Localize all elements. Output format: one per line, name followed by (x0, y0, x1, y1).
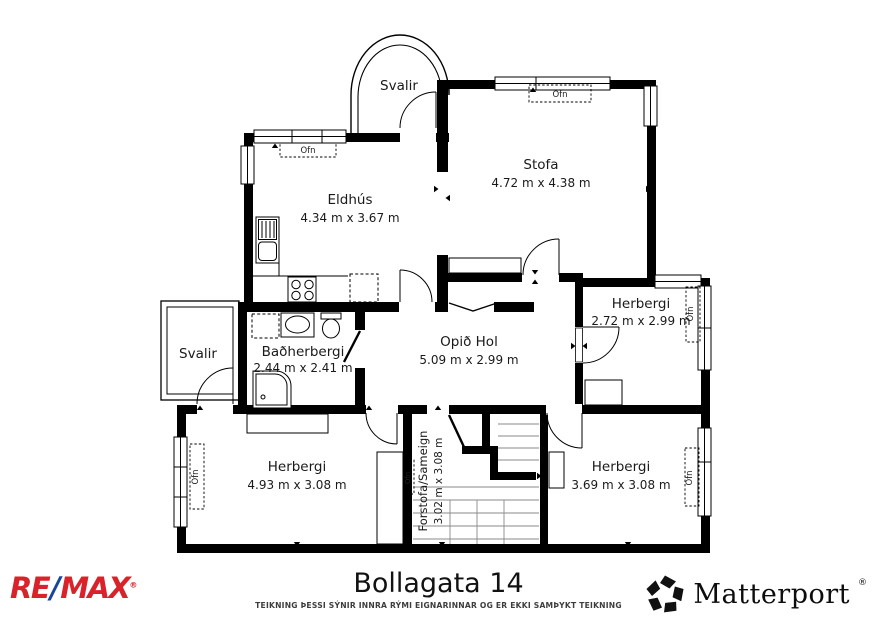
radiator-forstofa (404, 459, 415, 495)
room-labels: Svalir Stofa 4.72 m x 4.38 m Eldhús 4.34… (179, 78, 691, 531)
closet-se (548, 451, 565, 489)
dims-opid-hol: 5.09 m x 2.99 m (419, 353, 518, 367)
radiator-eldhus (279, 142, 337, 158)
hall-closet-doors (448, 302, 498, 312)
doors (196, 91, 620, 449)
radiators (189, 84, 701, 510)
label-svalir-top: Svalir (380, 78, 418, 94)
door-bathroom (342, 330, 362, 363)
door-forstofa-entrance (447, 414, 466, 448)
label-herbergi-se: Herbergi (592, 459, 651, 475)
radiator-stofa (528, 84, 592, 103)
toilet-tank (320, 312, 342, 320)
matterport-logo: Matterport ® (645, 574, 867, 614)
ofn-label-forstofa: Ofn (404, 472, 412, 484)
door-openings (197, 132, 584, 415)
door-herbergi-sw (365, 412, 398, 445)
ofn-label-herbergi-se: Ofn (685, 470, 695, 485)
wardrobe-sw (376, 451, 404, 545)
opening-arrows (196, 87, 651, 547)
dims-herbergi-sw: 4.93 m x 3.08 m (247, 478, 346, 492)
radiator-herbergi-sw (189, 443, 205, 510)
label-svalir-left: Svalir (179, 346, 217, 362)
door-herbergi-ne (582, 326, 620, 364)
windows (173, 76, 712, 528)
label-herbergi-sw: Herbergi (268, 459, 327, 475)
counter-edge (253, 217, 348, 277)
label-herbergi-ne: Herbergi (612, 296, 671, 312)
sink-basin (258, 241, 277, 261)
door-balcony-left (196, 367, 234, 405)
matterport-wordmark: Matterport (693, 578, 850, 610)
radiator-labels: Ofn Ofn Ofn Ofn Ofn Ofn (191, 90, 696, 486)
door-kitchen-hall (399, 269, 433, 303)
door-herbergi-se (546, 412, 583, 449)
balcony-left-railing (160, 300, 240, 401)
closets (246, 257, 623, 545)
closet-sw-top (246, 413, 329, 434)
remax-registered-mark: ® (129, 580, 138, 590)
ofn-label-herbergi-ne: Ofn (686, 306, 696, 321)
label-opid-hol: Opið Hol (440, 334, 498, 350)
ofn-label-stofa: Ofn (552, 90, 567, 100)
dims-stofa: 4.72 m x 4.38 m (491, 176, 590, 190)
washing-machine (251, 313, 280, 339)
remax-max: MAX (60, 571, 131, 605)
remax-re: RE (10, 571, 51, 605)
door-balcony-top (399, 91, 437, 129)
matterport-icon (646, 575, 684, 613)
label-badherbergi: Baðherbergi (262, 344, 345, 360)
ofn-label-herbergi-sw: Ofn (191, 469, 201, 484)
closet-ne (584, 379, 623, 406)
balcony-top-railing (350, 34, 450, 133)
kitchen-fixtures (253, 216, 379, 303)
radiator-herbergi-ne (685, 286, 701, 343)
label-stofa: Stofa (523, 157, 558, 173)
page-title: Bollagata 14 (353, 568, 524, 599)
matterport-registered-mark: ® (858, 578, 867, 588)
dims-badherbergi: 2.44 m x 2.41 m (253, 361, 352, 375)
label-forstofa: Forstofa/Sameign (416, 431, 430, 532)
dishwasher (349, 273, 379, 303)
disclaimer-text: TEIKNING ÞESSI SÝNIR INNRA RÝMI EIGNARIN… (255, 601, 622, 610)
bathroom-sink (285, 315, 310, 334)
stofa-sideboard (448, 257, 522, 274)
remax-logo: RE/MAX® (10, 571, 137, 605)
dims-herbergi-se: 3.69 m x 3.08 m (571, 478, 670, 492)
remax-slash: / (50, 571, 61, 605)
dims-forstofa: 3.02 m x 3.08 m (433, 438, 445, 525)
ofn-label-eldhus: Ofn (300, 146, 315, 156)
toilet-bowl (322, 318, 340, 339)
radiator-herbergi-se (684, 447, 700, 507)
bathroom-fixtures (251, 312, 342, 409)
dims-herbergi-ne: 2.72 m x 2.99 m (591, 314, 690, 328)
label-eldhus: Eldhús (328, 192, 373, 208)
door-stofa-hall (522, 238, 560, 276)
dims-eldhus: 4.34 m x 3.67 m (300, 211, 399, 225)
staircase (413, 423, 539, 544)
